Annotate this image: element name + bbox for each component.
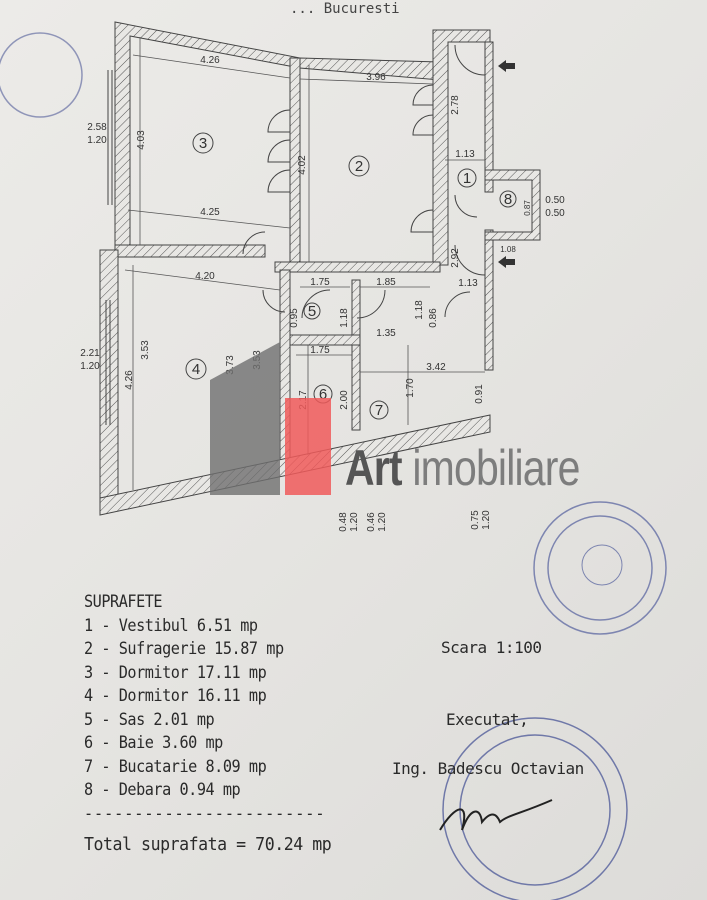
area-item: 4 - Dormitor 16.11 mp bbox=[84, 686, 267, 705]
dim-label: 2.78 bbox=[450, 95, 461, 115]
dim-label: 0.95 bbox=[289, 308, 300, 328]
watermark-brand: Art bbox=[345, 440, 403, 496]
watermark-suffix: imobiliare bbox=[412, 440, 580, 496]
stamp-top-left bbox=[0, 32, 83, 118]
dim-label: 1.18 bbox=[339, 308, 350, 328]
scale-label: Scara 1:100 bbox=[441, 638, 542, 657]
dim-label: 1.20 bbox=[80, 361, 100, 372]
dim-label: 1.13 bbox=[455, 149, 475, 160]
area-item: 3 - Dormitor 17.11 mp bbox=[84, 662, 267, 682]
total-area: Total suprafata = 70.24 mp bbox=[84, 834, 332, 855]
dim-label: 2.00 bbox=[339, 390, 350, 410]
executed-label: Executat, bbox=[446, 710, 529, 729]
windows bbox=[105, 70, 113, 425]
dim-label: 4.26 bbox=[200, 55, 220, 66]
dim-label: 2.21 bbox=[80, 348, 100, 359]
room-number: 8 bbox=[504, 191, 512, 208]
dim-label: 1.13 bbox=[458, 278, 478, 289]
dim-label: 0.50 bbox=[545, 208, 565, 219]
dim-label: 1.85 bbox=[376, 277, 396, 288]
address-header: ... Bucuresti bbox=[290, 1, 400, 17]
room-number: 3 bbox=[199, 135, 207, 152]
area-title: SUPRAFETE bbox=[84, 592, 163, 611]
dim-label: 4.02 bbox=[297, 155, 308, 175]
dim-label: 0.46 bbox=[366, 512, 377, 532]
dim-label: 1.75 bbox=[310, 345, 330, 356]
dim-label: 4.26 bbox=[124, 370, 135, 390]
dim-label: 2.58 bbox=[87, 122, 107, 133]
area-item: 6 - Baie 3.60 mp bbox=[84, 733, 223, 752]
room-number: 5 bbox=[308, 303, 316, 320]
entry-arrow-icon bbox=[498, 256, 515, 268]
dim-label: 4.25 bbox=[200, 207, 220, 218]
area-item: 1 - Vestibul 6.51 mp bbox=[84, 615, 258, 635]
doors bbox=[242, 44, 486, 319]
area-list: SUPRAFETE 1 - Vestibul 6.51 mp 2 - Sufra… bbox=[84, 590, 332, 857]
dim-label: 1.20 bbox=[349, 512, 360, 532]
dim-label: 1.20 bbox=[87, 135, 107, 146]
dim-label: 1.20 bbox=[377, 512, 388, 532]
dim-label: 1.18 bbox=[414, 300, 425, 320]
dim-label: 3.53 bbox=[140, 340, 151, 360]
separator: ------------------------ bbox=[84, 803, 326, 823]
room-number: 7 bbox=[375, 402, 383, 419]
dim-label: 0.87 bbox=[523, 200, 532, 216]
dim-label: 0.86 bbox=[428, 308, 439, 328]
dim-label: 2.92 bbox=[450, 248, 461, 268]
area-item: 7 - Bucatarie 8.09 mp bbox=[84, 756, 267, 776]
area-item: 5 - Sas 2.01 mp bbox=[84, 709, 215, 729]
dim-label: 0.50 bbox=[545, 195, 565, 206]
room-number: 6 bbox=[319, 386, 327, 403]
dim-label: 4.20 bbox=[195, 271, 215, 282]
dim-label: 4.03 bbox=[136, 130, 147, 150]
dim-label: 1.20 bbox=[481, 510, 492, 530]
dim-label: 3.73 bbox=[225, 355, 236, 375]
area-item: 2 - Sufragerie 15.87 mp bbox=[84, 639, 284, 658]
entry-arrow-icon bbox=[498, 60, 515, 72]
stamp-right bbox=[533, 501, 667, 635]
dim-label: 1.35 bbox=[376, 328, 396, 339]
stamp-bottom bbox=[442, 717, 628, 900]
area-item: 8 - Debara 0.94 mp bbox=[84, 780, 241, 799]
watermark-logo-red bbox=[285, 398, 331, 495]
watermark-logo-grey bbox=[210, 342, 280, 495]
watermark-text: Art imobiliare bbox=[345, 440, 580, 496]
dim-label: 0.91 bbox=[474, 384, 485, 404]
dim-label: 3.96 bbox=[366, 72, 386, 83]
dim-label: 3.42 bbox=[426, 362, 446, 373]
room-number: 4 bbox=[192, 361, 200, 378]
dim-label: 1.08 bbox=[500, 245, 516, 254]
dim-label: 0.75 bbox=[470, 510, 481, 530]
room-number: 1 bbox=[463, 170, 471, 187]
dim-label: 0.48 bbox=[338, 512, 349, 532]
dim-label: 1.75 bbox=[310, 277, 330, 288]
dim-label: 1.70 bbox=[405, 378, 416, 398]
room-number: 2 bbox=[355, 158, 363, 175]
signature bbox=[439, 799, 553, 831]
engineer-name: Ing. Badescu Octavian bbox=[392, 759, 584, 778]
